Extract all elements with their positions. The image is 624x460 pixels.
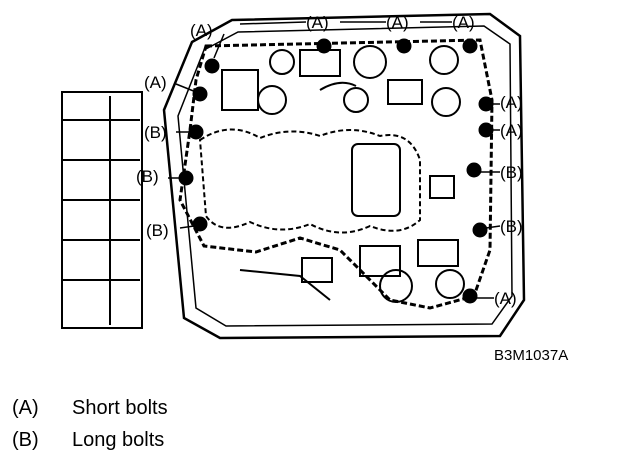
lower-valves [239,175,465,303]
legend-text: Short bolts [72,396,168,419]
callout-short-bolt: (A) [190,21,213,40]
callout-short-bolt: (A) [144,73,167,92]
bolt [188,124,204,140]
callout-long-bolt: (B) [500,163,523,182]
callout-short-bolt: (A) [500,93,523,112]
separator-plate [198,128,421,234]
bolt-markers [178,38,494,304]
bolt [462,288,478,304]
callout-short-bolt: (A) [494,289,517,308]
callout-short-bolt: (A) [306,13,329,32]
figure-id: B3M1037A [494,347,568,364]
valve-body-diagram: (A) (A) (A) (A) (A) (B) (B) (B) (A) (A) … [61,12,568,364]
bolt [472,222,488,238]
bolt [466,162,482,178]
oil-pan-flange [162,12,526,340]
callout-long-bolt: (B) [500,217,523,236]
bolt [462,38,478,54]
bolt [478,96,494,112]
bolt [192,216,208,232]
bolt [396,38,412,54]
filter-window [351,143,401,217]
callout-short-bolt: (A) [452,13,475,32]
bolt [192,86,208,102]
legend-text: Long bolts [72,428,165,451]
callout-short-bolt: (A) [386,13,409,32]
legend-item-short: (A) Short bolts [12,392,168,424]
valve-body-outline [178,38,494,310]
legend: (A) Short bolts (B) Long bolts [12,392,168,456]
upper-valves [221,45,461,117]
legend-key: (B) [12,428,39,451]
callout-long-bolt: (B) [136,167,159,186]
leader-lines [168,21,501,299]
legend-item-long: (B) Long bolts [12,424,168,456]
bolt [478,122,494,138]
bolt [204,58,220,74]
callout-long-bolt: (B) [144,123,167,142]
legend-key: (A) [12,396,39,419]
callout-short-bolt: (A) [500,121,523,140]
bolt [316,38,332,54]
transmission-case [61,91,143,329]
bolt [178,170,194,186]
callout-long-bolt: (B) [146,221,169,240]
